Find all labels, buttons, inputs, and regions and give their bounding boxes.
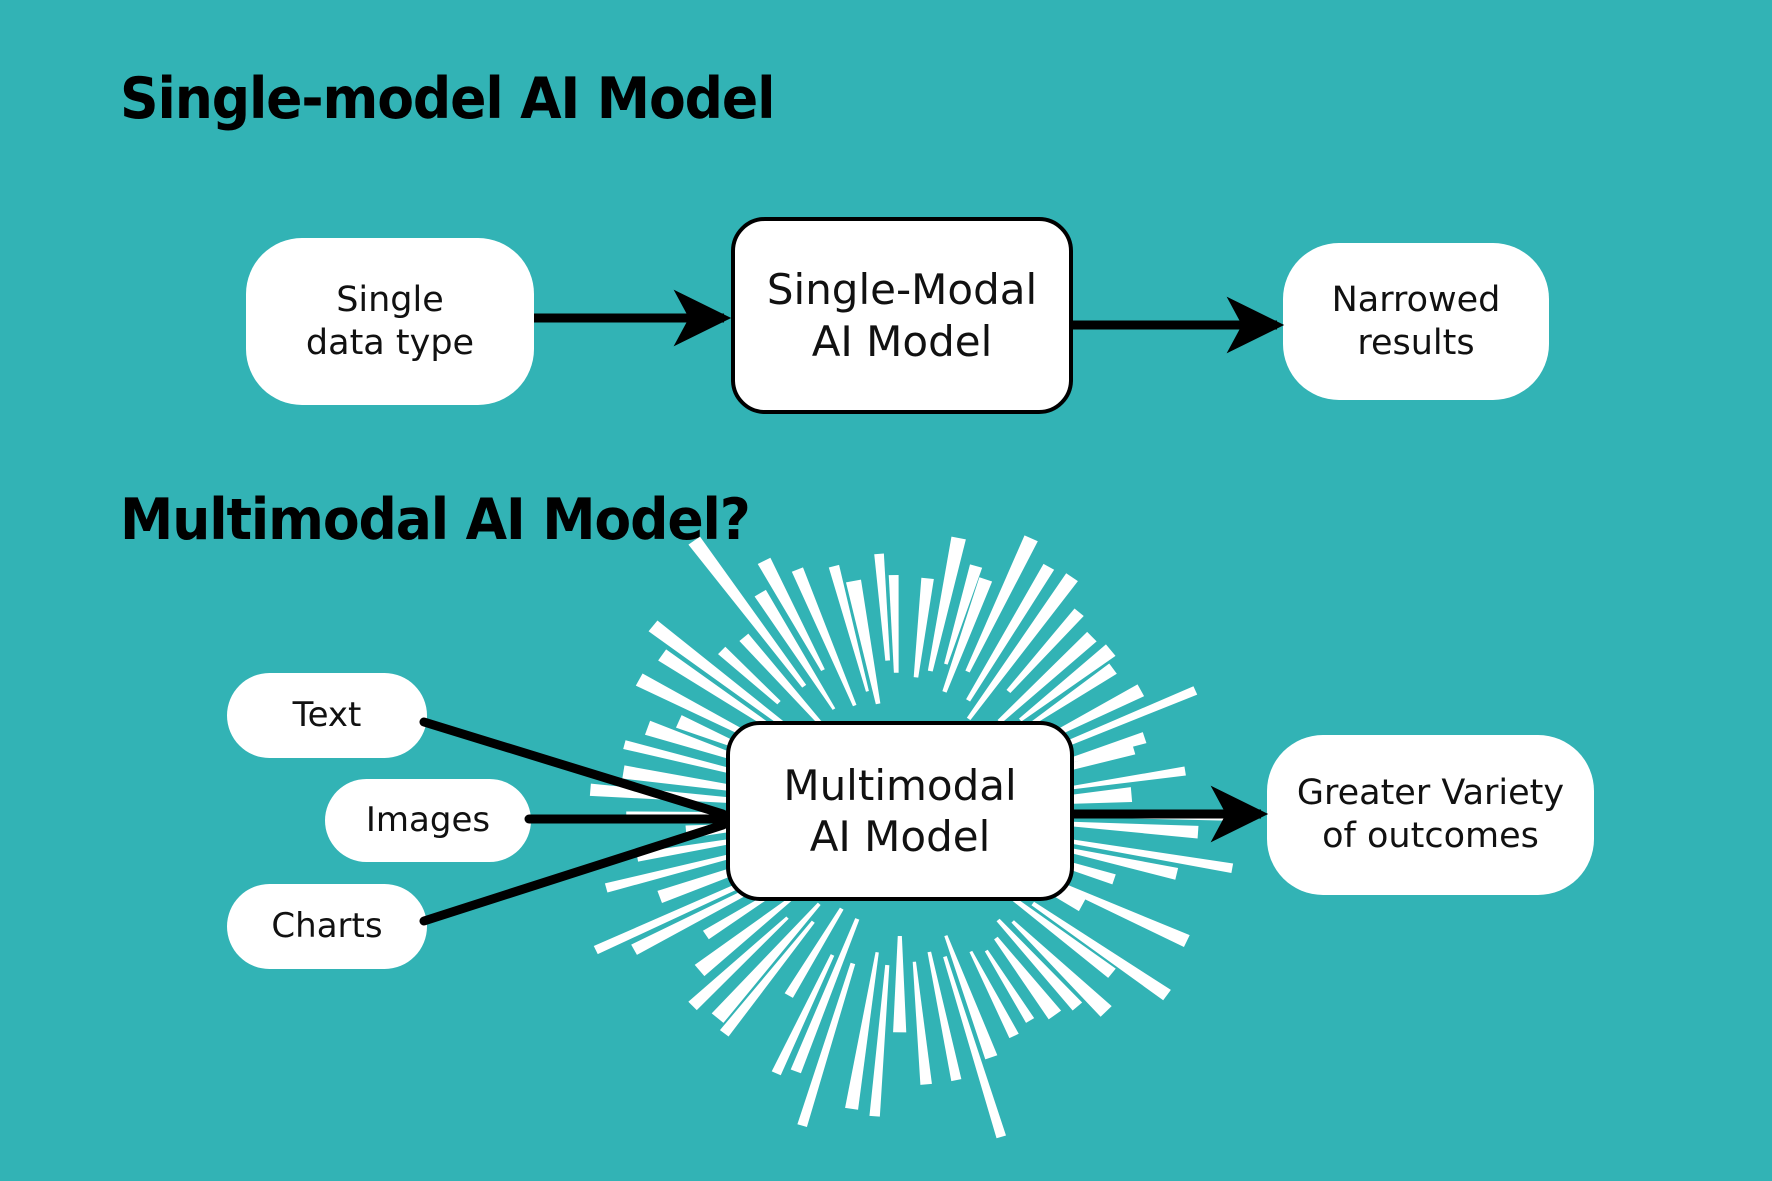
burst-ray bbox=[1062, 846, 1179, 880]
burst-ray bbox=[845, 579, 881, 705]
burst-ray bbox=[1064, 732, 1147, 765]
node-single-data-type[interactable]: Single data type bbox=[246, 238, 534, 405]
burst-ray bbox=[688, 536, 807, 688]
burst-ray bbox=[845, 951, 879, 1110]
burst-ray bbox=[754, 589, 836, 710]
burst-ray bbox=[912, 961, 932, 1085]
burst-ray bbox=[984, 949, 1035, 1023]
burst-ray bbox=[888, 574, 899, 673]
burst-ray bbox=[966, 563, 1055, 702]
burst-ray bbox=[757, 557, 825, 672]
burst-ray bbox=[711, 902, 821, 1023]
node-multimodal-ai-model[interactable]: Multimodal AI Model bbox=[726, 721, 1074, 901]
burst-ray bbox=[997, 631, 1097, 724]
burst-ray bbox=[944, 935, 998, 1060]
burst-ray bbox=[969, 950, 1019, 1039]
burst-ray bbox=[1059, 821, 1199, 839]
burst-ray bbox=[828, 564, 869, 692]
burst-ray bbox=[1031, 901, 1171, 1001]
node-narrowed-results-line2: results bbox=[1357, 322, 1475, 363]
burst-ray bbox=[1010, 896, 1116, 978]
node-multimodal-ai-model-line1: Multimodal bbox=[783, 760, 1017, 810]
burst-ray bbox=[791, 567, 857, 707]
burst-ray bbox=[1018, 644, 1116, 722]
burst-ray bbox=[718, 646, 781, 705]
burst-ray bbox=[1011, 920, 1112, 1017]
section-heading-multimodal: Multimodal AI Model? bbox=[120, 487, 751, 553]
burst-ray bbox=[869, 964, 890, 1117]
burst-ray bbox=[688, 916, 789, 1011]
node-narrowed-results[interactable]: Narrowed results bbox=[1283, 243, 1549, 400]
node-single-data-type-line2: data type bbox=[305, 322, 475, 363]
burst-ray bbox=[927, 536, 966, 672]
node-input-text[interactable]: Text bbox=[227, 673, 427, 758]
node-single-modal-ai-model[interactable]: Single-Modal AI Model bbox=[731, 217, 1073, 414]
node-single-modal-ai-model-line1: Single-Modal bbox=[766, 265, 1038, 315]
burst-ray bbox=[927, 951, 962, 1082]
burst-ray bbox=[790, 918, 860, 1074]
node-input-charts[interactable]: Charts bbox=[227, 884, 427, 969]
burst-ray bbox=[943, 956, 1006, 1139]
burst-ray bbox=[994, 936, 1062, 1020]
burst-ray bbox=[739, 633, 823, 726]
node-single-data-type-line1: Single bbox=[336, 279, 444, 320]
burst-ray bbox=[1060, 837, 1234, 873]
node-greater-variety-line2: of outcomes bbox=[1322, 816, 1539, 856]
burst-ray bbox=[719, 920, 815, 1037]
burst-ray bbox=[797, 962, 856, 1127]
burst-ray bbox=[965, 535, 1038, 673]
node-greater-variety-of-outcomes[interactable]: Greater Variety of outcomes bbox=[1267, 735, 1594, 895]
node-greater-variety-line1: Greater Variety bbox=[1296, 773, 1565, 814]
burst-ray bbox=[893, 936, 907, 1033]
burst-ray bbox=[1024, 663, 1117, 730]
burst-ray bbox=[1006, 608, 1084, 694]
burst-ray bbox=[942, 577, 993, 693]
burst-ray bbox=[771, 954, 835, 1076]
node-narrowed-results-line1: Narrowed bbox=[1331, 279, 1501, 320]
node-single-modal-ai-model-line2: AI Model bbox=[811, 316, 993, 366]
burst-ray bbox=[784, 907, 844, 998]
burst-ray bbox=[1067, 766, 1186, 790]
burst-ray bbox=[1066, 811, 1254, 822]
node-multimodal-ai-model-line2: AI Model bbox=[809, 812, 991, 861]
burst-ray bbox=[913, 577, 934, 678]
node-input-images[interactable]: Images bbox=[325, 779, 531, 862]
burst-ray bbox=[996, 918, 1083, 1011]
node-input-images-label: Images bbox=[365, 799, 491, 840]
burst-ray bbox=[658, 649, 776, 732]
burst-ray bbox=[874, 553, 891, 661]
node-input-text-label: Text bbox=[292, 694, 362, 735]
burst-ray bbox=[944, 564, 983, 665]
section-heading-single-model: Single-model AI Model bbox=[120, 66, 775, 132]
burst-ray bbox=[966, 573, 1078, 721]
node-input-charts-label: Charts bbox=[271, 905, 383, 946]
burst-ray bbox=[694, 893, 797, 977]
